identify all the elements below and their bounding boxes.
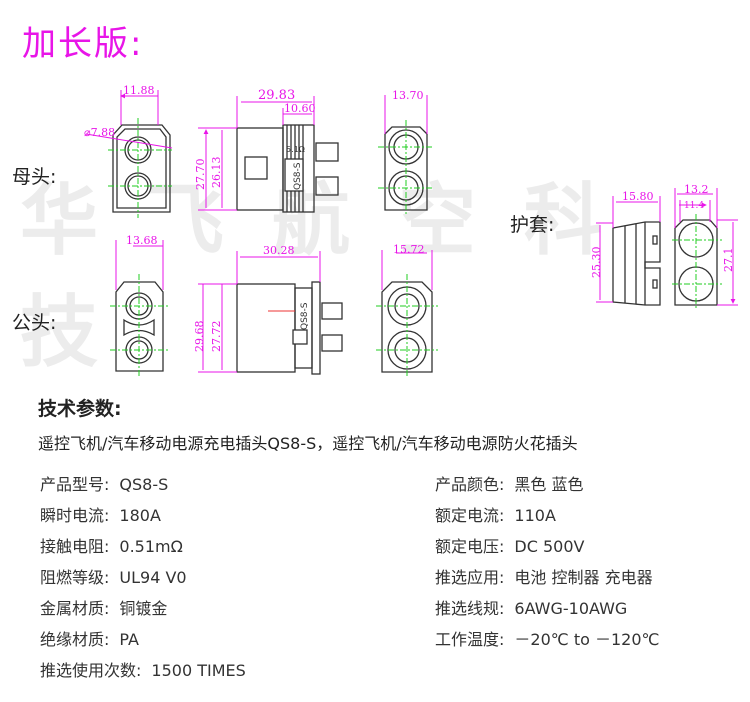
dim-female-front-width: 11.88 [123, 84, 155, 97]
dim-cover-height: 25.30 [590, 247, 603, 279]
spec-key: 额定电流: [435, 506, 505, 525]
spec-key: 金属材质: [40, 599, 110, 618]
spec-row: 推选应用: 电池 控制器 充电器 [435, 564, 653, 588]
female-label: 母头: [12, 166, 57, 188]
dim-cover-inner-width: 11.4 [684, 201, 704, 211]
dim-female-back-width: 13.70 [392, 89, 424, 102]
spec-row: 额定电流: 110A [435, 502, 556, 526]
dim-male-front-width: 13.68 [126, 234, 158, 247]
spec-key: 接触电阻: [40, 537, 110, 556]
spec-row: 金属材质: 铜镀金 [40, 595, 167, 619]
female-resistance-label: 5.1Ω [286, 145, 305, 154]
dim-female-length: 29.83 [258, 88, 295, 103]
spec-key: 工作温度: [435, 630, 505, 649]
spec-value: 黑色 蓝色 [514, 475, 584, 494]
male-side-view [236, 281, 343, 375]
product-subtitle: 遥控飞机/汽车移动电源充电插头QS8-S，遥控飞机/汽车移动电源防火花插头 [38, 434, 578, 453]
spec-key: 阻燃等级: [40, 568, 110, 587]
female-model-label: QS8-S [293, 162, 303, 190]
dim-male-height: 29.68 [193, 321, 206, 353]
spec-row: 工作温度: －20℃ to －120℃ [435, 626, 659, 650]
spec-key: 绝缘材质: [40, 630, 110, 649]
spec-value: －20℃ to －120℃ [514, 630, 660, 649]
spec-key: 产品颜色: [435, 475, 505, 494]
dim-cover-front-height: 27.1 [722, 248, 735, 273]
spec-value: 0.51mΩ [119, 537, 183, 556]
spec-row: 瞬时电流: 180A [40, 502, 161, 526]
spec-row: 推选使用次数: 1500 TIMES [40, 657, 246, 681]
spec-value: 电池 控制器 充电器 [514, 568, 653, 587]
spec-value: 180A [119, 506, 161, 525]
dim-female-diameter: ⌀7.88 [84, 126, 115, 139]
dim-cover-width: 13.2 [684, 183, 709, 196]
spec-key: 瞬时电流: [40, 506, 110, 525]
spec-value: DC 500V [514, 537, 585, 556]
dim-female-inner-height: 26.13 [210, 157, 223, 189]
cover-label: 护套: [510, 214, 555, 236]
spec-row: 产品型号: QS8-S [40, 471, 168, 495]
female-side-view [236, 124, 339, 213]
spec-value: QS8-S [119, 475, 169, 494]
spec-row: 阻燃等级: UL94 V0 [40, 564, 187, 588]
spec-value: 6AWG-10AWG [514, 599, 628, 618]
spec-value: UL94 V0 [119, 568, 187, 587]
spec-row: 绝缘材质: PA [40, 626, 139, 650]
dim-cover-length: 15.80 [622, 190, 654, 203]
spec-key: 产品型号: [40, 475, 110, 494]
spec-key: 推选使用次数: [40, 661, 142, 680]
spec-value: PA [119, 630, 139, 649]
spec-row: 接触电阻: 0.51mΩ [40, 533, 183, 557]
female-front-view [112, 124, 171, 213]
spec-row: 产品颜色: 黑色 蓝色 [435, 471, 584, 495]
dim-male-back-width: 15.72 [393, 243, 425, 256]
spec-key: 额定电压: [435, 537, 505, 556]
male-model-label: QS8-S [300, 302, 310, 330]
spec-value: 铜镀金 [119, 599, 168, 618]
page-title: 加长版: [22, 24, 144, 64]
dim-female-rear: 10.60 [284, 102, 316, 115]
dim-male-length: 30.28 [263, 244, 295, 257]
spec-key: 推选应用: [435, 568, 505, 587]
male-label: 公头: [12, 312, 57, 334]
spec-value: 1500 TIMES [151, 661, 246, 680]
spec-key: 推选线规: [435, 599, 505, 618]
technical-drawings: 11.88 ⌀7.88 29.83 10.60 27.70 26.13 13.7… [84, 84, 738, 378]
dim-male-inner-height: 27.72 [210, 321, 223, 353]
spec-value: 110A [514, 506, 556, 525]
cover-side-view [612, 221, 661, 306]
spec-row: 额定电压: DC 500V [435, 533, 584, 557]
spec-row: 推选线规: 6AWG-10AWG [435, 595, 627, 619]
dim-female-height: 27.70 [194, 159, 207, 191]
params-heading: 技术参数: [38, 398, 122, 420]
